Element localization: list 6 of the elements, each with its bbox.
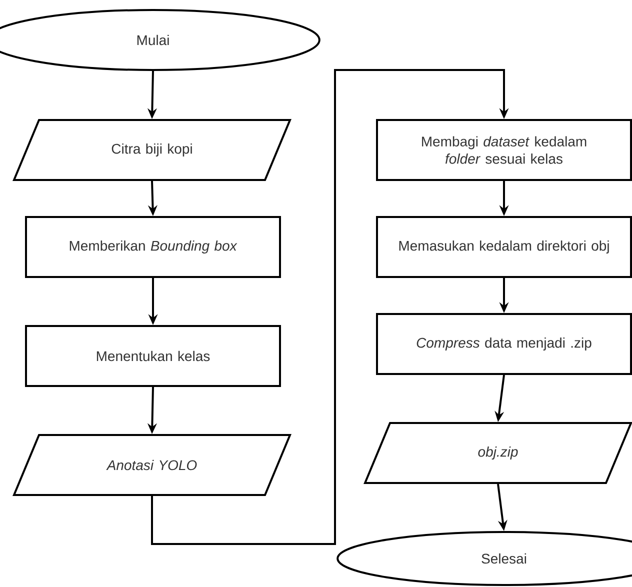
process-box: Menentukan kelas bbox=[25, 325, 281, 387]
process-box: Memasukan kedalam direktori obj bbox=[376, 216, 632, 278]
process-box: Compress data menjadi .zip bbox=[376, 313, 632, 375]
process-box: Membagi dataset kedalam folder sesuai kelas bbox=[376, 119, 632, 181]
process-box: Memberikan Bounding box bbox=[25, 216, 281, 278]
arrow bbox=[151, 69, 509, 545]
